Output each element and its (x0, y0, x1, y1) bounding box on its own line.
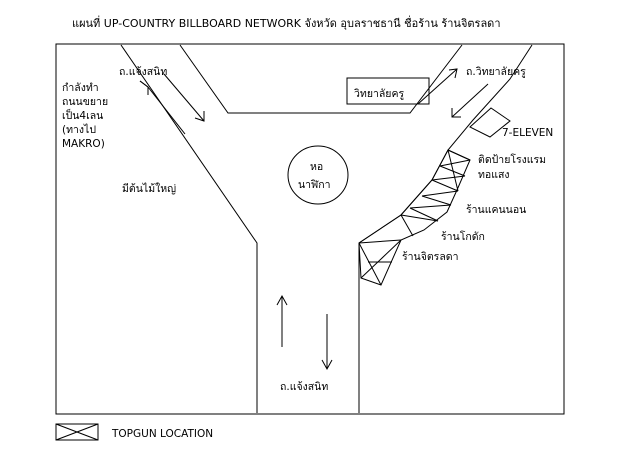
clock-tower-circle (287, 145, 349, 205)
road-edge-left (120, 44, 258, 413)
college-box (346, 77, 430, 105)
road-label-top-left: ถ.แจ้งสนิท (119, 66, 167, 78)
legend-label: TOPGUN LOCATION (111, 428, 213, 440)
note-line: ถนนขยาย (62, 96, 108, 108)
arrow-bottom-down (321, 314, 333, 371)
seven-eleven-shape (469, 107, 511, 138)
road-edge-right (358, 44, 533, 413)
clock-tower-label-1: หอ (310, 161, 323, 173)
arrow-topleft-out (163, 73, 205, 122)
note-line: (ทางไป (62, 123, 96, 136)
arrow-bottom-up (276, 294, 288, 347)
widening-note: กำลังทำ ถนนขยาย เป็น4เลน (ทางไป MAKRO) (62, 82, 108, 150)
legend: TOPGUN LOCATION (55, 423, 213, 441)
seven-eleven-label: 7-ELEVEN (502, 127, 553, 139)
note-line: MAKRO) (62, 138, 105, 150)
arrow-topright-out (451, 83, 489, 118)
clock-tower-label-2: นาฬิกา (298, 179, 331, 191)
canon-shop-label: ร้านแคนนอน (466, 204, 526, 216)
topgun-location-strip (358, 149, 471, 286)
note-line: กำลังทำ (62, 82, 99, 94)
road-edge-top (179, 44, 463, 114)
legend-swatch (55, 423, 99, 441)
target-shop-label: ร้านจิตรลดา (402, 251, 458, 263)
map-frame (55, 43, 565, 415)
big-tree-label: มีต้นไม้ใหญ่ (122, 182, 176, 195)
note-line: เป็น4เลน (62, 108, 103, 122)
kodak-shop-label: ร้านโกดัก (441, 230, 485, 243)
arrow-topright-in (417, 68, 458, 105)
arrow-topleft-in (139, 80, 186, 135)
college-label: วิทยาลัยครู (354, 88, 405, 100)
road-label-top-right: ถ.วิทยาลัยครู (466, 66, 526, 78)
map-title: แผนที่ UP-COUNTRY BILLBOARD NETWORK จังห… (72, 15, 501, 30)
hotel-sign-label-2: ทอแสง (478, 169, 510, 181)
road-label-bottom: ถ.แจ้งสนิท (280, 381, 328, 393)
hotel-sign-label-1: ติดป้ายโรงแรม (478, 153, 546, 166)
